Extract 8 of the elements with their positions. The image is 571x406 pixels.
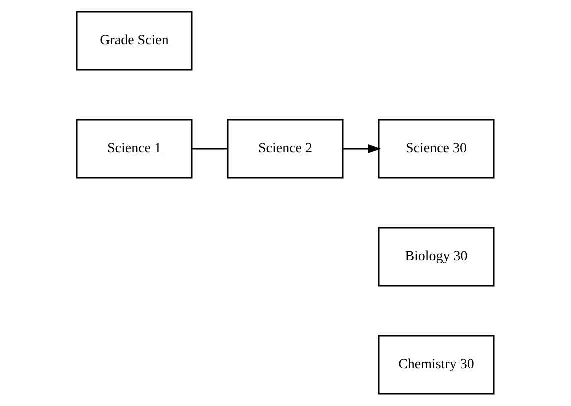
node-box: Science 2 <box>227 119 344 179</box>
node-box: Grade Scien <box>76 11 193 71</box>
connector <box>192 148 228 150</box>
arrow <box>343 144 382 154</box>
node-box: Science 1 <box>76 119 193 179</box>
node-box: Biology 30 <box>378 227 495 287</box>
node-box: Chemistry 30 <box>378 335 495 395</box>
node-box: Science 30 <box>378 119 495 179</box>
